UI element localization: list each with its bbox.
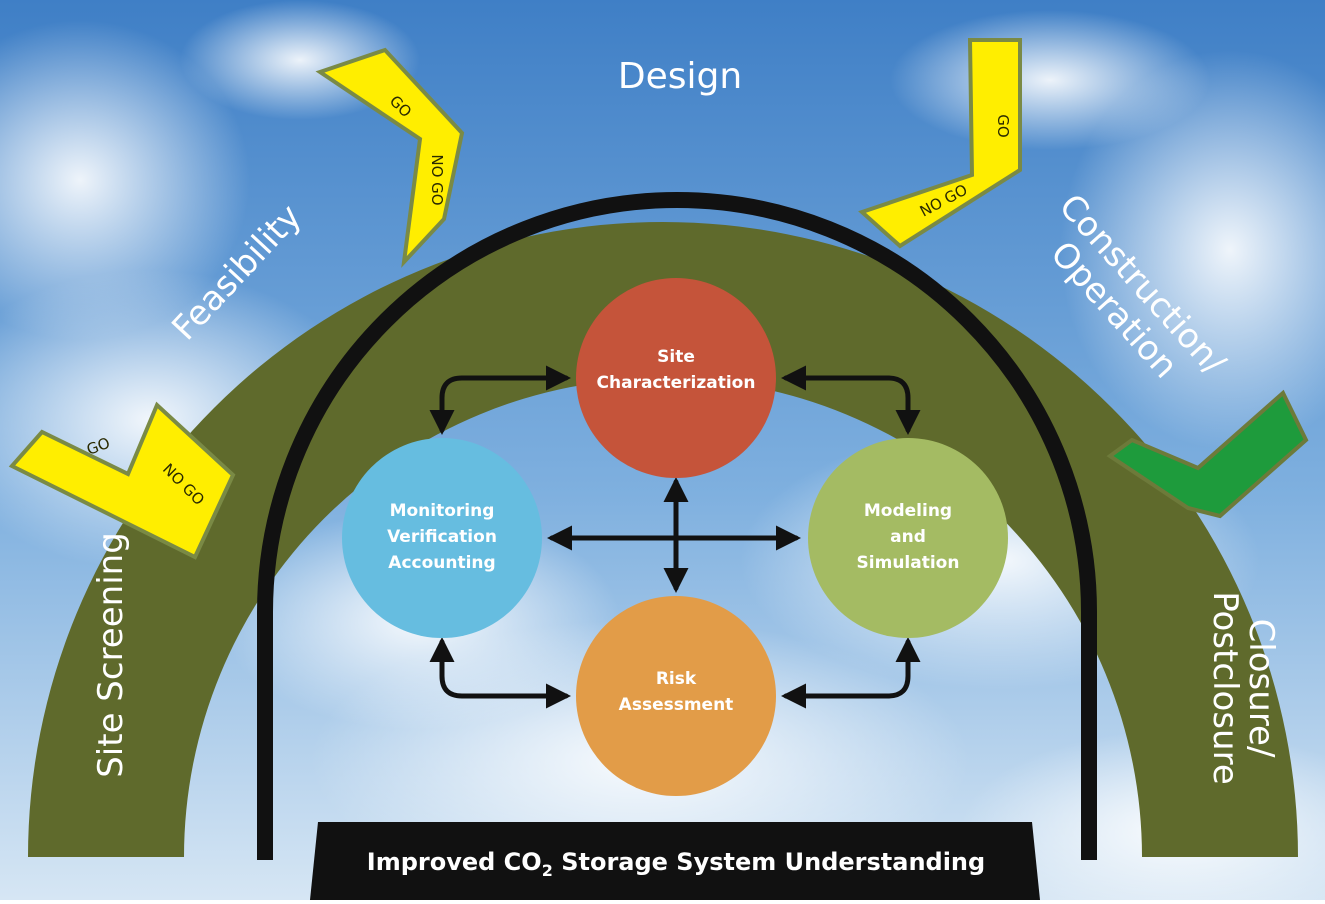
arrow-characterization-modeling (781, 365, 921, 435)
stage-closure-line1: Closure/ (1241, 619, 1281, 758)
node-modeling-simulation: Modeling and Simulation (808, 438, 1008, 638)
node-site-characterization: Site Characterization (576, 278, 776, 478)
gate-go-label: GO (994, 114, 1012, 137)
node-risk-assessment: Risk Assessment (576, 596, 776, 796)
node-label: Monitoring (390, 501, 495, 521)
footer-banner: Improved CO2 Storage System Understandin… (310, 822, 1040, 900)
node-label: and (890, 527, 926, 547)
node-label: Risk (656, 669, 697, 689)
footer-title-subscript: 2 (542, 861, 553, 880)
footer-title: Improved CO2 Storage System Understandin… (367, 848, 985, 880)
node-label: Modeling (864, 501, 952, 521)
gate-screening-feasibility: GO NO GO (8, 401, 236, 560)
node-monitoring-verification-accounting: Monitoring Verification Accounting (342, 438, 542, 638)
stage-closure-line2: Postclosure (1205, 591, 1245, 785)
stage-closure-postclosure: Closure/ Postclosure (1205, 591, 1281, 785)
node-label: Accounting (388, 553, 495, 573)
gate-feasibility-design: GO NO GO (315, 47, 465, 268)
stage-site-screening: Site Screening (91, 532, 131, 778)
connector-arrows (429, 365, 921, 709)
node-label: Characterization (597, 373, 756, 393)
arrow-monitoring-risk (429, 637, 571, 709)
checkmark-icon (1106, 389, 1309, 519)
node-label: Assessment (619, 695, 734, 715)
gate-no-go-label: NO GO (428, 154, 446, 205)
footer-title-prefix: Improved CO (367, 848, 542, 876)
dome-ring (257, 192, 1097, 860)
arrow-modeling-risk (781, 637, 921, 709)
arrow-characterization-monitoring (429, 365, 571, 435)
stage-design: Design (618, 56, 742, 97)
node-label: Site (657, 347, 695, 367)
footer-title-suffix: Storage System Understanding (553, 848, 985, 876)
node-label: Simulation (857, 553, 960, 573)
node-label: Verification (387, 527, 497, 547)
